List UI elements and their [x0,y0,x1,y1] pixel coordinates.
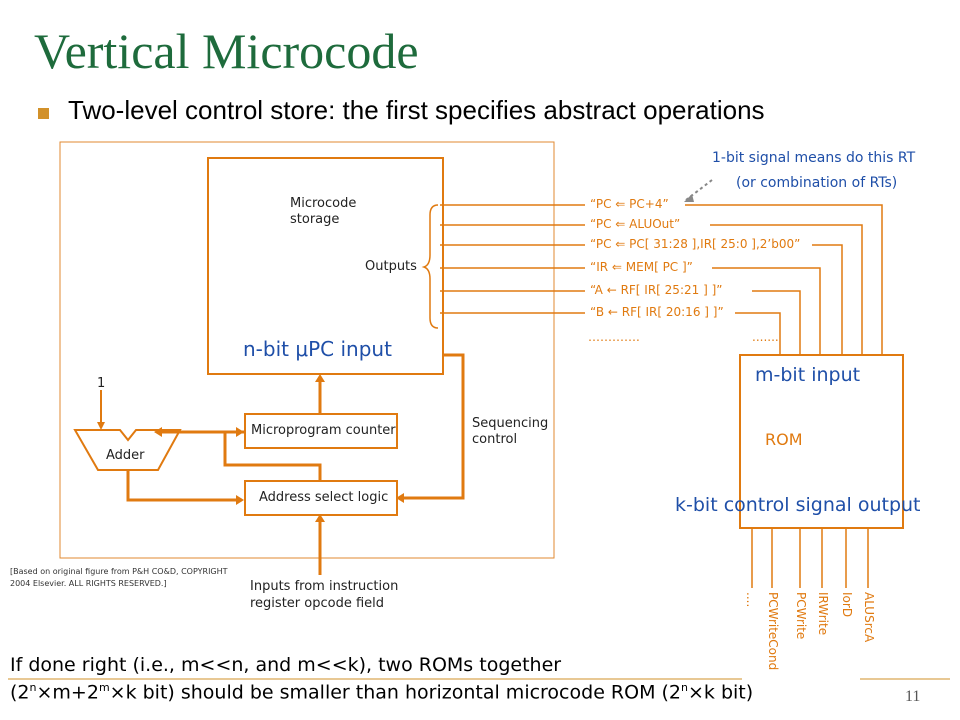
rt-signal-pc-aluout: “PC ⇐ ALUOut” [590,217,681,231]
rt-signal-pc-plus4: “PC ⇐ PC+4” [590,197,669,211]
slide-title: Vertical Microcode [34,23,419,79]
rt-signal-b-rf: “B ← RF[ IR[ 20:16 ] ]” [590,305,724,319]
rt-signal-a-rf: “A ← RF[ IR[ 25:21 ] ]” [590,283,723,297]
microcode-storage-label: Microcode storage [290,196,357,227]
rom-output-iord: IorD [840,592,854,618]
bullet-text: Two-level control store: the first speci… [68,95,765,125]
rom-output-pcwrite: PCWrite [794,592,808,640]
rom-m-bit-input: m-bit input [755,364,861,386]
rt-signal-ir-mem: “IR ⇐ MEM[ PC ]” [590,260,693,274]
bottom-note-line2: (2n×m+2m×k bit) should be smaller than h… [10,681,754,704]
rom-k-bit-output: k-bit control signal output [675,494,921,516]
npc-input-label: n-bit μPC input [243,337,392,361]
bullet-marker [38,108,49,119]
address-select-logic-label: Address select logic [259,490,389,505]
rom-output-pcwritecond: PCWriteCond [766,592,780,671]
rom-output-irwrite: IRWrite [816,592,830,636]
adder-label: Adder [106,448,145,463]
figure-credit: [Based on original figure from P&H CO&D,… [10,567,228,588]
rt-signal-ellipsis: …………. [588,330,640,344]
rt-note-line2: (or combination of RTs) [736,175,898,191]
rom-output-ellipsis: .... [744,592,758,608]
outputs-label: Outputs [365,259,417,274]
rt-note-line1: 1-bit signal means do this RT [712,150,916,166]
rt-signal-ellipsis-right: ....... [752,330,779,344]
page-number: 11 [905,688,921,705]
rom-label: ROM [765,430,803,449]
outputs-brace [421,204,439,329]
bottom-note-line1: If done right (i.e., m<<n, and m<<k), tw… [10,654,562,676]
microcode-storage-box [207,157,444,375]
microprogram-counter-label: Microprogram counter [251,423,396,438]
rom-output-alusrca: ALUSrcA [862,592,876,643]
figure-frame [59,141,555,559]
rt-signal-pc-jump: “PC ⇐ PC[ 31:28 ],IR[ 25:0 ],2’b00” [590,237,801,251]
constant-one-label: 1 [97,376,106,391]
